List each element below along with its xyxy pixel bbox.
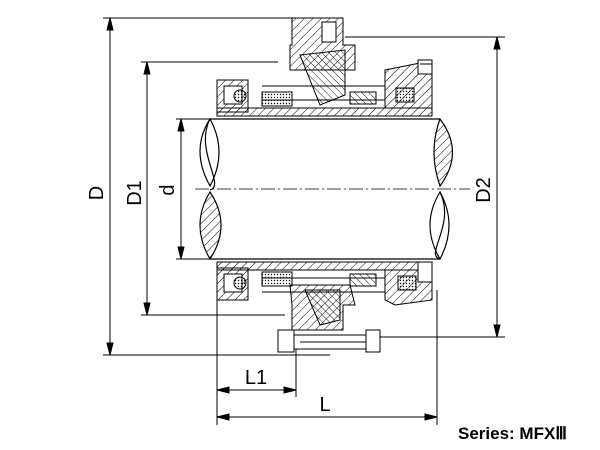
label-D: D (86, 186, 108, 200)
label-L1: L1 (245, 367, 267, 389)
seal-upper-half (216, 17, 433, 117)
label-L: L (319, 394, 330, 416)
dimension-D1 (141, 61, 285, 316)
label-d: d (157, 184, 179, 195)
dimension-d (176, 118, 212, 260)
label-D1: D1 (124, 180, 146, 206)
label-D2: D2 (473, 177, 495, 203)
dimension-L1 (216, 300, 297, 425)
dimension-D (103, 17, 330, 356)
dimension-D2 (345, 36, 505, 338)
seal-lower-half (216, 261, 433, 353)
shaft (199, 117, 453, 261)
series-caption: Series: MFXⅢ (458, 424, 568, 443)
dimension-L (216, 290, 438, 425)
